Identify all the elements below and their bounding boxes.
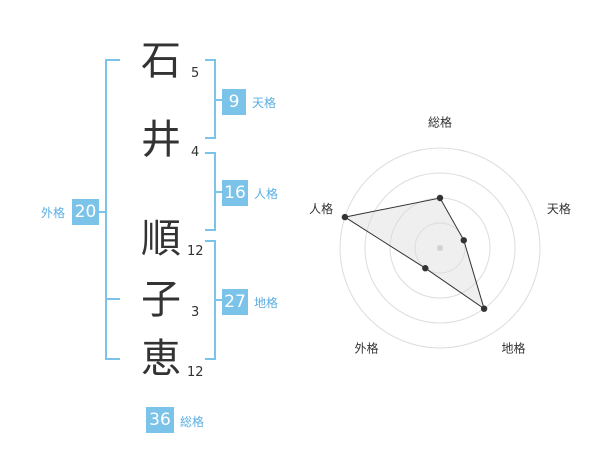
name-char-2: 井 bbox=[141, 117, 181, 163]
radar-ring bbox=[339, 147, 541, 349]
tenkaku-value-badge: 9 bbox=[222, 89, 246, 115]
stroke-count-3: 12 bbox=[187, 244, 204, 259]
chikaku-label: 地格 bbox=[254, 296, 279, 310]
radar-center-dot bbox=[437, 245, 443, 251]
radar-point-2 bbox=[460, 237, 467, 244]
stroke-count-4: 3 bbox=[191, 305, 200, 320]
name-char-4: 子 bbox=[141, 277, 181, 323]
stroke-count-5: 12 bbox=[187, 365, 204, 380]
stroke-count-1: 5 bbox=[191, 66, 200, 81]
radar-series-shape bbox=[343, 197, 485, 310]
radar-axis-label-2: 天格 bbox=[547, 201, 571, 216]
radar-point-3 bbox=[480, 305, 488, 312]
radar-axis-label-4: 外格 bbox=[355, 341, 379, 356]
radar-ring bbox=[414, 222, 466, 274]
radar-axis-label-1: 総格 bbox=[428, 115, 452, 130]
radar-point-5 bbox=[341, 213, 349, 221]
radar-axis-label-3: 地格 bbox=[501, 341, 525, 356]
radar-point-1 bbox=[436, 194, 444, 202]
tenkaku-label: 天格 bbox=[252, 96, 277, 110]
radar-ring bbox=[364, 172, 516, 324]
name-char-5: 恵 bbox=[141, 336, 181, 382]
jinkaku-label: 人格 bbox=[254, 187, 279, 201]
radar-point-4 bbox=[422, 265, 429, 272]
gaikaku-label: 外格 bbox=[41, 206, 66, 220]
stroke-count-2: 4 bbox=[191, 145, 200, 160]
jinkaku-value-badge: 16 bbox=[222, 180, 248, 206]
soukaku-value-badge: 36 bbox=[146, 407, 174, 433]
chikaku-value-badge: 27 bbox=[222, 289, 248, 315]
gaikaku-value-badge: 20 bbox=[72, 199, 99, 225]
radar-axis-label-5: 人格 bbox=[309, 201, 333, 216]
name-char-3: 順 bbox=[141, 216, 181, 262]
soukaku-label: 総格 bbox=[180, 415, 205, 429]
name-char-1: 石 bbox=[141, 38, 181, 84]
